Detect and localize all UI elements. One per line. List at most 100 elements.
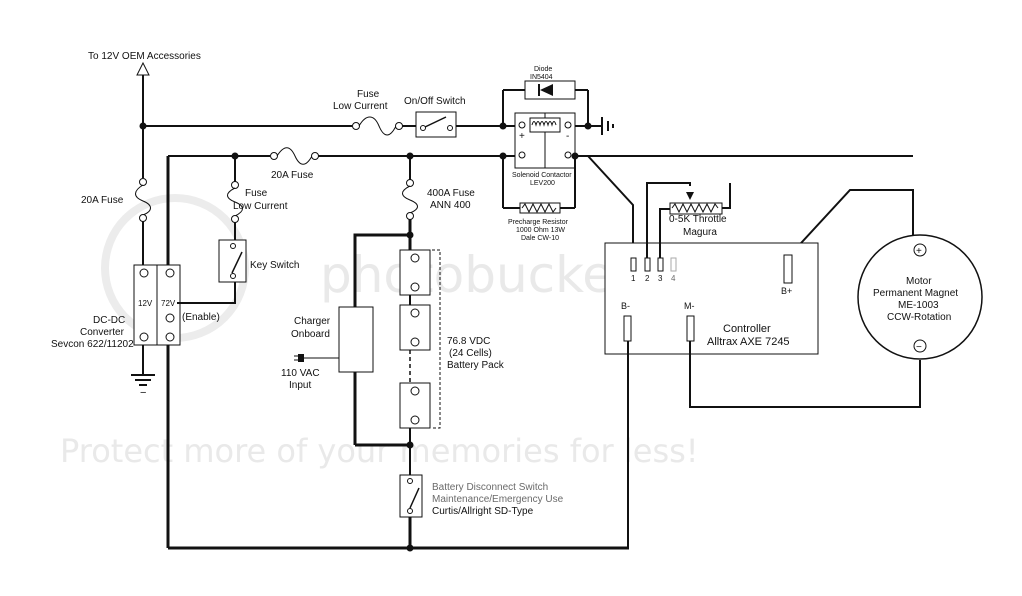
fuse-low-current-label-2: Low Current — [233, 201, 288, 212]
watermark: photobucket Protect more of your memorie… — [0, 194, 1022, 503]
battery-terminal — [410, 308, 420, 318]
battery-terminal — [410, 415, 420, 425]
solenoid-terminal — [564, 151, 572, 159]
m-minus-terminal — [686, 315, 695, 342]
onoff-switch-label: On/Off Switch — [404, 96, 466, 107]
motor-plus-terminal — [913, 243, 927, 257]
wire-segment — [722, 183, 731, 209]
controller-section: 1 2 3 4 B- M- B+ — [604, 182, 921, 548]
fuse-terminal — [311, 152, 319, 160]
fuse-400a-label-2: ANN 400 — [430, 200, 471, 211]
solenoid-plus-label: + — [519, 131, 525, 142]
diode-icon — [540, 84, 553, 96]
dcdc-terminal — [139, 268, 149, 278]
motor-label-1: Motor — [906, 276, 932, 287]
motor-minus-icon: − — [916, 342, 922, 353]
controller-label-2: Alltrax AXE 7245 — [707, 336, 790, 348]
onoff-switch[interactable] — [415, 111, 457, 138]
wiper-arrow-icon — [686, 192, 694, 200]
fuse-top-label: Fuse — [357, 89, 380, 100]
battery-pack-label-1: 76.8 VDC — [447, 336, 490, 347]
motor-label-2: Permanent Magnet — [873, 288, 958, 299]
controller-pin-2 — [644, 257, 651, 272]
controller-pin-1 — [630, 257, 637, 272]
diode-part-label: IN5404 — [530, 74, 553, 81]
dcdc-72v-label: 72V — [161, 299, 176, 308]
switch-terminal — [407, 478, 413, 484]
switch-terminal — [230, 273, 236, 279]
controller-pin-3 — [657, 257, 664, 272]
controller-pin-4 — [670, 257, 677, 272]
wire-to-motor-plus — [789, 189, 914, 256]
switch-terminal — [407, 508, 413, 514]
fuse-20a-top-symbol — [276, 147, 313, 165]
m-minus-label: M- — [684, 301, 695, 311]
throttle-label-2: Magura — [683, 227, 717, 238]
pin-1-label: 1 — [631, 274, 636, 283]
wire-throttle-pin3 — [659, 208, 670, 258]
plug-icon — [298, 354, 304, 362]
precharge-label-1: Precharge Resistor — [508, 219, 569, 226]
pin-3-label: 3 — [658, 274, 663, 283]
pin-4-label: 4 — [671, 274, 676, 283]
fuse-terminal — [395, 122, 403, 130]
battery-pack-label-3: Battery Pack — [447, 360, 505, 371]
oem-accessories-label: To 12V OEM Accessories — [88, 51, 201, 62]
battery-terminal — [410, 337, 420, 347]
watermark-logo-text: photobucket — [320, 246, 633, 304]
disconnect-label-2: Maintenance/Emergency Use — [432, 494, 564, 505]
fuse-terminal — [139, 178, 147, 186]
dcdc-terminal — [165, 313, 175, 323]
ground-minus-label: − — [140, 387, 146, 399]
junction-dot — [584, 122, 592, 130]
solenoid-minus-label: - — [566, 131, 569, 142]
diode-label: Diode — [534, 66, 552, 73]
dcdc-section: 12V 72V − — [131, 156, 247, 399]
switch-terminal — [230, 243, 236, 249]
switch-terminal — [420, 125, 426, 131]
junction-dot — [139, 122, 147, 130]
throttle-zigzag — [671, 202, 719, 214]
motor-label-4: CCW-Rotation — [887, 312, 951, 323]
ac-input-label-1: 110 VAC — [281, 368, 320, 379]
fuse-terminal — [231, 181, 239, 189]
fuse-terminal — [406, 179, 414, 187]
disconnect-label-3: Curtis/Allright SD-Type — [432, 506, 534, 517]
junction-dot — [406, 441, 414, 449]
switch-blade — [231, 251, 243, 274]
text-labels: To 12V OEM Accessories Fuse Low Current … — [51, 51, 958, 517]
battery-terminal — [410, 282, 420, 292]
battery-pack-label-2: (24 Cells) — [449, 348, 492, 359]
fuse-20a-top-label: 20A Fuse — [271, 170, 314, 181]
fuse-top-symbol — [358, 116, 397, 136]
b-plus-label: B+ — [781, 286, 792, 296]
fuse-terminal — [231, 215, 239, 223]
oem-arrow-icon — [136, 61, 150, 76]
fuse-20a-left-symbol — [135, 184, 151, 216]
wire-charger-plus — [353, 233, 410, 307]
wire-m-minus — [689, 341, 921, 408]
motor-section: + − — [857, 234, 983, 360]
battery-terminal — [410, 386, 420, 396]
controller-box — [604, 242, 819, 355]
dcdc-12v-label: 12V — [138, 299, 153, 308]
fuse-400a-symbol — [402, 185, 418, 214]
watermark-banner-text: Protect more of your memories for less! — [60, 432, 699, 470]
charger-label-1: Charger — [294, 316, 331, 327]
fuse-low-current-symbol — [227, 187, 243, 217]
watermark-banner — [0, 393, 1022, 503]
charger-label-2: Onboard — [291, 329, 330, 340]
pin-2-label: 2 — [645, 274, 650, 283]
dcdc-terminal — [139, 332, 149, 342]
motor-minus-terminal — [913, 339, 927, 353]
switch-blade — [409, 487, 420, 509]
fuse-terminal — [270, 152, 278, 160]
resistor-zigzag — [521, 202, 557, 214]
dcdc-label-1: DC-DC — [93, 315, 125, 326]
key-switch-label: Key Switch — [250, 260, 299, 271]
precharge-label-2: 1000 Ohm 13W — [516, 227, 565, 234]
dcdc-terminal — [165, 332, 175, 342]
motor-label-3: ME-1003 — [898, 300, 939, 311]
